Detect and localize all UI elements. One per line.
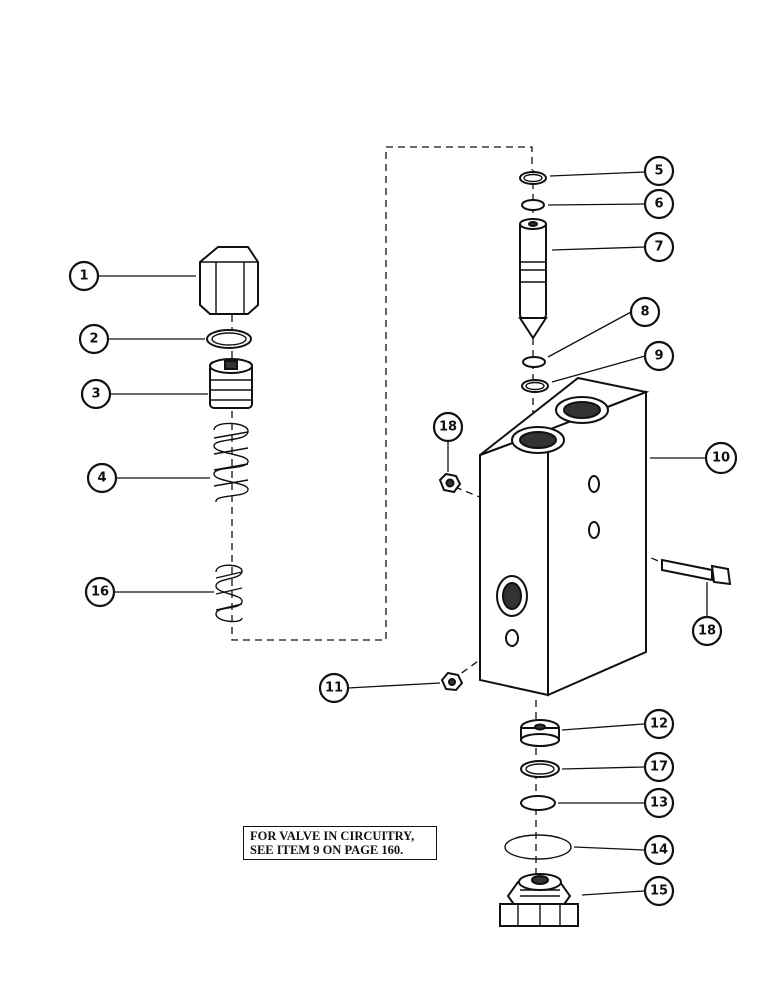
svg-text:14: 14 xyxy=(650,843,668,858)
callout-3: 3 xyxy=(80,378,112,410)
svg-text:9: 9 xyxy=(654,349,663,364)
callout-11: 11 xyxy=(318,672,350,704)
svg-text:18: 18 xyxy=(698,624,716,639)
callout-12: 12 xyxy=(643,708,675,740)
svg-text:7: 7 xyxy=(654,240,663,255)
spring-part xyxy=(213,422,249,503)
callout-8: 8 xyxy=(629,296,661,328)
callout-14: 14 xyxy=(643,834,675,866)
nut-part xyxy=(438,472,462,494)
callout-17: 17 xyxy=(643,751,675,783)
svg-text:5: 5 xyxy=(654,164,663,179)
svg-text:17: 17 xyxy=(650,760,668,775)
note-line-1: FOR VALVE IN CIRCUITRY, xyxy=(250,829,415,843)
callout-10: 10 xyxy=(704,441,738,475)
callout-18-bolt: 18 xyxy=(691,615,723,647)
callout-1: 1 xyxy=(68,260,100,292)
circuitry-note: FOR VALVE IN CIRCUITRY, SEE ITEM 9 ON PA… xyxy=(243,826,437,860)
callout-18-nut: 18 xyxy=(432,411,464,443)
callout-13: 13 xyxy=(643,787,675,819)
callout-7: 7 xyxy=(643,231,675,263)
svg-text:18: 18 xyxy=(439,420,457,435)
hex-cap-part xyxy=(199,246,259,315)
svg-text:16: 16 xyxy=(91,585,109,600)
assembly-path-left xyxy=(231,146,533,641)
callout-5: 5 xyxy=(643,155,675,187)
callout-6: 6 xyxy=(643,188,675,220)
svg-text:6: 6 xyxy=(654,197,663,212)
callout-4: 4 xyxy=(86,462,118,494)
svg-text:8: 8 xyxy=(640,305,649,320)
adjuster-part xyxy=(209,358,253,409)
ring-part-13 xyxy=(520,795,556,811)
assembly-path-nut xyxy=(454,486,483,499)
svg-text:2: 2 xyxy=(89,332,98,347)
ring-part-6 xyxy=(521,199,545,211)
svg-text:11: 11 xyxy=(325,681,343,696)
svg-text:3: 3 xyxy=(91,387,100,402)
svg-text:12: 12 xyxy=(650,717,668,732)
spool-part xyxy=(518,218,548,340)
callout-2: 2 xyxy=(78,323,110,355)
valve-block-part xyxy=(479,376,650,697)
ring-part-14 xyxy=(504,834,572,860)
svg-text:1: 1 xyxy=(79,269,88,284)
note-line-2: SEE ITEM 9 ON PAGE 160. xyxy=(250,843,404,857)
svg-text:15: 15 xyxy=(650,884,668,899)
callout-15: 15 xyxy=(643,875,675,907)
callout-9: 9 xyxy=(643,340,675,372)
svg-text:13: 13 xyxy=(650,796,668,811)
callout-16: 16 xyxy=(84,576,116,608)
fitting-part xyxy=(499,873,579,927)
bolt-part xyxy=(661,558,732,586)
ring-part-8 xyxy=(522,356,546,368)
svg-text:4: 4 xyxy=(97,471,106,486)
spring-part-small xyxy=(215,564,243,623)
seat-part xyxy=(520,719,560,747)
svg-text:10: 10 xyxy=(712,451,730,466)
plug-part xyxy=(440,671,464,692)
